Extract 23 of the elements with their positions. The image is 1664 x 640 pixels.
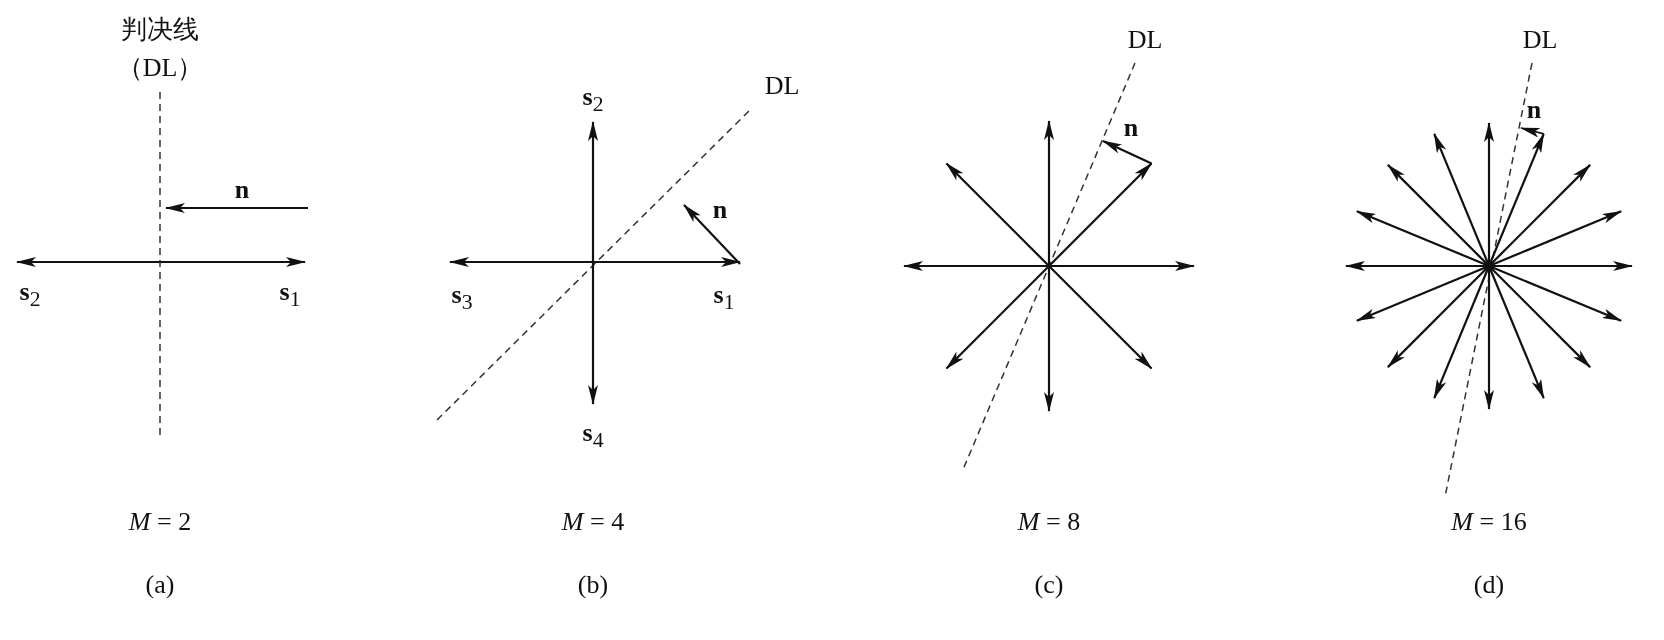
equation: M = 16 (1451, 507, 1527, 537)
line-label: DL (1127, 25, 1163, 55)
vector-label: n (712, 195, 728, 225)
panel-label: (d) (1473, 570, 1505, 600)
equation: M = 4 (561, 507, 625, 537)
panel-label: (b) (577, 570, 609, 600)
vector-label: s$_{1}$ (279, 278, 301, 312)
vector-label: s$_{2}$ (582, 83, 604, 117)
vector-label: n (1526, 95, 1542, 125)
equation: M = 2 (128, 507, 192, 537)
vector-label: n (234, 175, 250, 205)
line-label: DL (1522, 25, 1558, 55)
panel-label: (c) (1034, 570, 1064, 600)
line-label: DL (764, 71, 800, 101)
panel-label: (a) (145, 570, 175, 600)
equation: M = 8 (1017, 507, 1081, 537)
vector-label: n (1123, 113, 1139, 143)
vector-label: s$_{3}$ (451, 281, 473, 315)
vector-label: s$_{2}$ (19, 278, 41, 312)
line-label: 判决线 (121, 15, 199, 45)
vector-label: s$_{1}$ (713, 281, 735, 315)
vector-label: s$_{4}$ (582, 419, 604, 453)
line-label: （DL） (116, 53, 204, 83)
